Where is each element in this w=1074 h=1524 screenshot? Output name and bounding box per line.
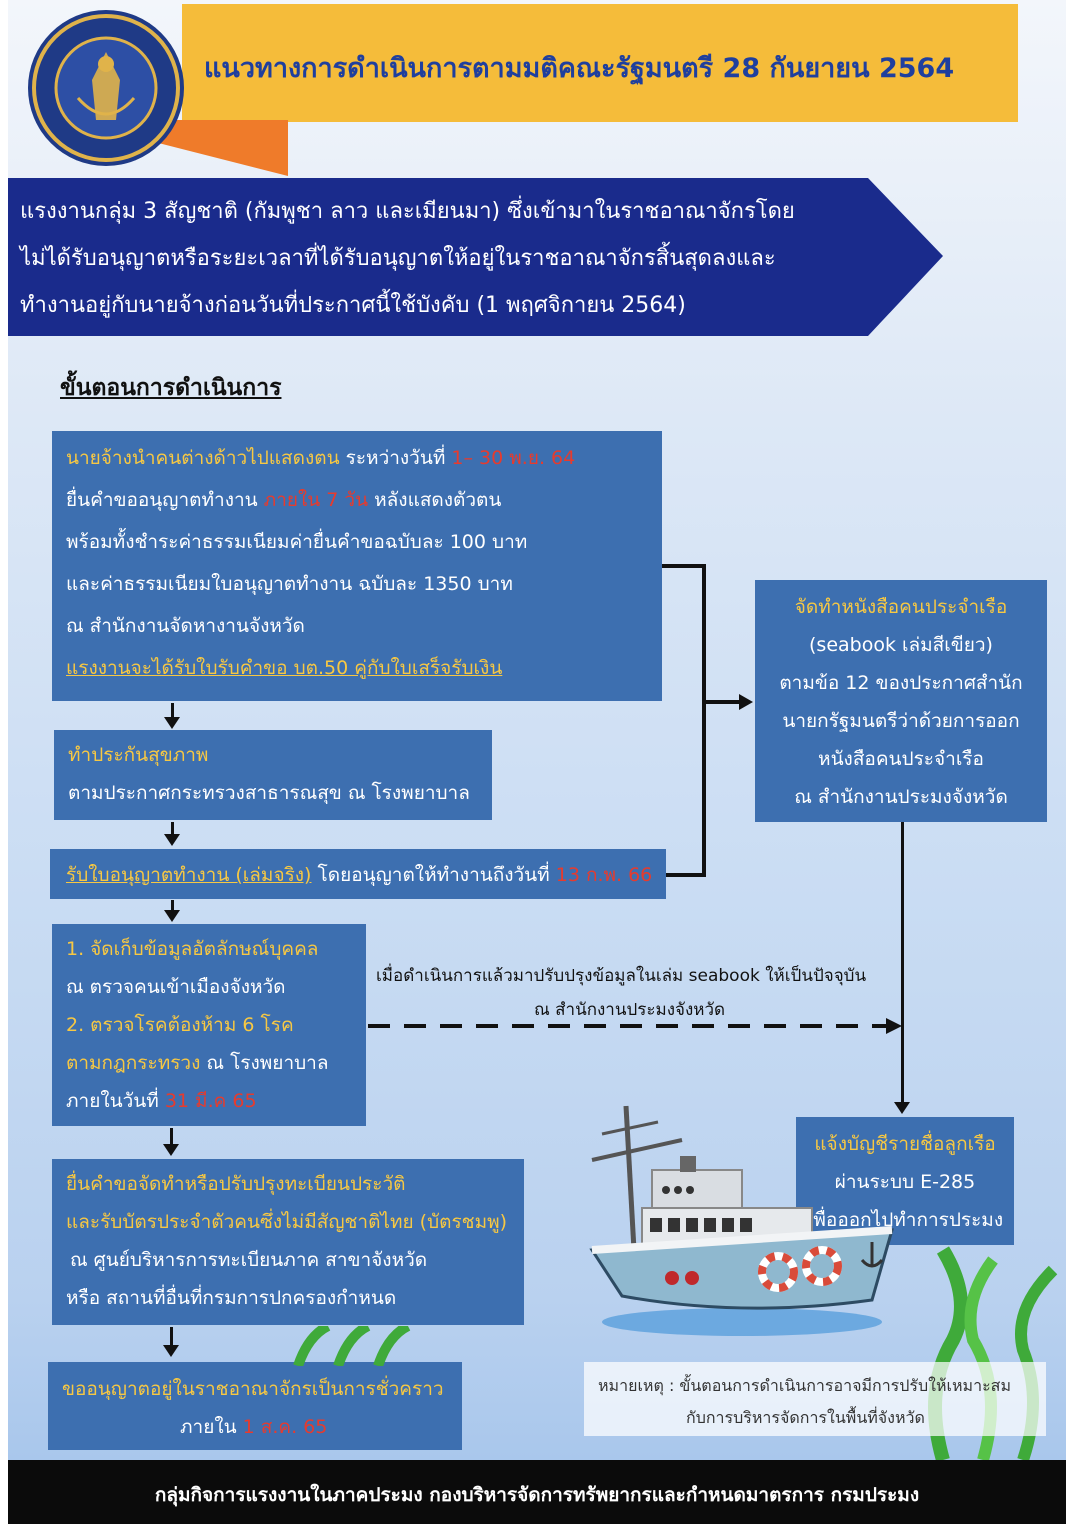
seabook-box: จัดทำหนังสือคนประจำเรือ (seabook เล่มสีเ… <box>755 580 1047 822</box>
arrow-down-icon <box>164 910 180 922</box>
step1-box: นายจ้างนำคนต่างด้าวไปแสดงตน ระหว่างวันที… <box>52 431 662 701</box>
title-band <box>182 4 1018 122</box>
step6-line1: ขออนุญาตอยู่ในราชอาณาจักรเป็นการชั่วคราว <box>62 1378 444 1400</box>
seabook-line1: จัดทำหนังสือคนประจำเรือ <box>794 596 1008 618</box>
step5-line1: ยื่นคำขอจัดทำหรือปรับปรุงทะเบียนประวัติ <box>66 1173 406 1195</box>
step2-box: ทำประกันสุขภาพ ตามประกาศกระทรวงสาธารณสุข… <box>54 730 492 820</box>
seaweed-icon <box>293 1326 411 1366</box>
seabook-line4: นายกรัฐมนตรีว่าด้วยการออก <box>782 710 1020 732</box>
remark-box: หมายเหตุ : ขั้นตอนการดำเนินการอาจมีการปร… <box>584 1362 1046 1436</box>
department-of-fisheries-seal-icon <box>28 10 184 166</box>
step6-line2: ภายใน 1 ส.ค. 65 <box>180 1416 328 1438</box>
bracket-bottom <box>666 873 706 877</box>
dashed-note-line2: ณ สำนักงานประมงจังหวัด <box>534 1000 726 1020</box>
step1-line6: แรงงานจะได้รับใบรับคำขอ บต.50 คู่กับใบเส… <box>66 657 503 679</box>
seabook-line2: (seabook เล่มสีเขียว) <box>809 634 993 656</box>
step1-line4: และค่าธรรมเนียมใบอนุญาตทำงาน ฉบับละ 1350… <box>66 573 513 595</box>
arrow-down-icon <box>894 1102 910 1114</box>
step3-box: รับใบอนุญาตทำงาน (เล่มจริง) โดยอนุญาตให้… <box>50 849 666 899</box>
bracket-vertical <box>702 564 706 876</box>
bracket-to-seabook <box>704 700 740 704</box>
crew-line2: ผ่านระบบ E-285 <box>834 1171 976 1193</box>
seabook-line3: ตามข้อ 12 ของประกาศสำนัก <box>779 672 1023 694</box>
dashed-note-line1: เมื่อดำเนินการแล้วมาปรับปรุงข้อมูลในเล่ม… <box>376 966 867 986</box>
step4-line4: ตามกฎกระทรวง ณ โรงพยาบาล <box>66 1052 329 1074</box>
arrow-down-icon <box>163 1144 179 1156</box>
infographic-page: แนวทางการดำเนินการตามมติคณะรัฐมนตรี 28 ก… <box>8 0 1066 1524</box>
footer-text: กลุ่มกิจการแรงงานในภาคประมง กองบริหารจัด… <box>154 1484 920 1506</box>
step4-line3: 2. ตรวจโรคต้องห้าม 6 โรค <box>66 1014 294 1036</box>
banner-line-2: ไม่ได้รับอนุญาตหรือระยะเวลาที่ได้รับอนุญ… <box>20 246 776 271</box>
connector-2-3 <box>171 822 174 836</box>
page-title: แนวทางการดำเนินการตามมติคณะรัฐมนตรี 28 ก… <box>204 53 955 84</box>
connector-5-6 <box>170 1327 173 1347</box>
step4-box: 1. จัดเก็บข้อมูลอัตลักษณ์บุคคล ณ ตรวจคนเ… <box>52 924 366 1126</box>
banner-line-1: แรงงานกลุ่ม 3 สัญชาติ (กัมพูชา ลาว และเม… <box>20 199 795 224</box>
step2-line2: ตามประกาศกระทรวงสาธารณสุข ณ โรงพยาบาล <box>68 782 470 804</box>
crew-line3: เพื่อออกไปทำการประมง <box>806 1209 1004 1231</box>
remark-line2: กับการบริหารจัดการในพื้นที่จังหวัด <box>686 1408 925 1427</box>
step5-line2: และรับบัตรประจำตัวคนซึ่งไม่มีสัญชาติไทย … <box>66 1211 508 1233</box>
connector-4-5 <box>170 1128 173 1146</box>
step5-line3: ณ ศูนย์บริหารการทะเบียนภาค สาขาจังหวัด <box>70 1249 428 1271</box>
step6-box: ขออนุญาตอยู่ในราชอาณาจักรเป็นการชั่วคราว… <box>48 1362 462 1450</box>
seabook-line6: ณ สำนักงานประมงจังหวัด <box>794 786 1008 808</box>
section-title: ขั้นตอนการดำเนินการ <box>60 375 282 401</box>
step5-box: ยื่นคำขอจัดทำหรือปรับปรุงทะเบียนประวัติ … <box>52 1159 524 1325</box>
seabook-line5: หนังสือคนประจำเรือ <box>818 748 984 770</box>
fishing-boat-icon <box>589 1105 895 1336</box>
connector-3-4 <box>171 900 174 912</box>
step4-line5: ภายในวันที่ 31 มี.ค 65 <box>66 1090 257 1112</box>
arrow-down-icon <box>163 1345 179 1357</box>
arrow-right-icon <box>739 694 753 710</box>
step5-line4: หรือ สถานที่อื่นที่กรมการปกครองกำหนด <box>66 1287 397 1309</box>
crew-list-box: แจ้งบัญชีรายชื่อลูกเรือ ผ่านระบบ E-285 เ… <box>796 1117 1014 1245</box>
remark-line1: หมายเหตุ : ขั้นตอนการดำเนินการอาจมีการปร… <box>598 1376 1011 1395</box>
step1-line3: พร้อมทั้งชำระค่าธรรมเนียมค่ายื่นคำขอฉบับ… <box>66 531 528 553</box>
step4-line2: ณ ตรวจคนเข้าเมืองจังหวัด <box>66 976 286 998</box>
banner-background <box>8 178 943 336</box>
connector-1-2 <box>171 703 174 719</box>
step1-line5: ณ สำนักงานจัดหางานจังหวัด <box>66 615 305 637</box>
step1-line2: ยื่นคำขออนุญาตทำงาน ภายใน 7 วัน หลังแสดง… <box>66 489 502 511</box>
step4-line1: 1. จัดเก็บข้อมูลอัตลักษณ์บุคคล <box>66 938 319 960</box>
arrow-down-icon <box>164 834 180 846</box>
step3-line: รับใบอนุญาตทำงาน (เล่มจริง) โดยอนุญาตให้… <box>66 864 653 886</box>
crew-line1: แจ้งบัญชีรายชื่อลูกเรือ <box>814 1133 996 1155</box>
arrow-down-icon <box>164 717 180 729</box>
banner-line-3: ทำงานอยู่กับนายจ้างก่อนวันที่ประกาศนี้ใช… <box>20 293 686 318</box>
step1-line1: นายจ้างนำคนต่างด้าวไปแสดงตน ระหว่างวันที… <box>66 447 576 469</box>
bracket-top <box>662 564 704 568</box>
footer-bar <box>8 1460 1066 1524</box>
connector-seabook-crew <box>901 822 904 1104</box>
step2-line1: ทำประกันสุขภาพ <box>68 744 209 766</box>
dashed-update-arrow <box>368 1018 902 1034</box>
